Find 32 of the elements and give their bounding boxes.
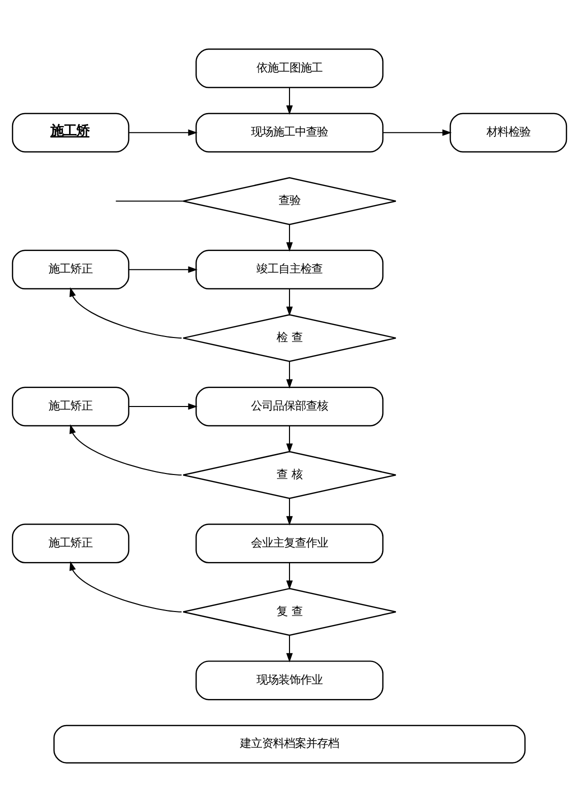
node-box: 材料检验 <box>450 112 568 152</box>
arrow <box>286 562 293 590</box>
arrow <box>128 266 198 272</box>
arrow <box>286 426 293 452</box>
node-box: 现场施工中查验 <box>196 112 384 152</box>
arrow <box>286 498 293 525</box>
node-box: 依施工图施工 <box>196 48 384 88</box>
arrow <box>383 128 452 136</box>
arrow <box>128 402 198 410</box>
arrow <box>70 560 182 612</box>
node-box: 施工矫正 <box>12 386 130 426</box>
node-box: 公司品保部查核 <box>196 386 384 426</box>
node-box: 竣工自主检查 <box>196 249 384 289</box>
arrow <box>286 224 293 252</box>
node-diamond: 检 查 <box>182 314 396 362</box>
node-diamond: 查 核 <box>182 450 396 498</box>
arrow <box>70 286 182 338</box>
node-box: 会业主复查作业 <box>196 523 384 563</box>
connector <box>116 200 184 202</box>
node-box: 建立资料档案并存档 <box>53 724 526 763</box>
node-diamond: 复 查 <box>182 587 396 636</box>
node-box: 施工矫正 <box>12 249 130 289</box>
arrow <box>128 128 198 136</box>
node-diamond: 查验 <box>182 176 396 225</box>
arrow <box>286 634 293 662</box>
arrow <box>70 424 182 475</box>
node-box: 施工矫 <box>12 112 130 152</box>
arrow <box>286 87 293 114</box>
node-box: 施工矫正 <box>12 523 130 563</box>
arrow <box>286 288 293 316</box>
arrow <box>286 361 293 388</box>
node-box: 现场装饰作业 <box>196 660 384 700</box>
